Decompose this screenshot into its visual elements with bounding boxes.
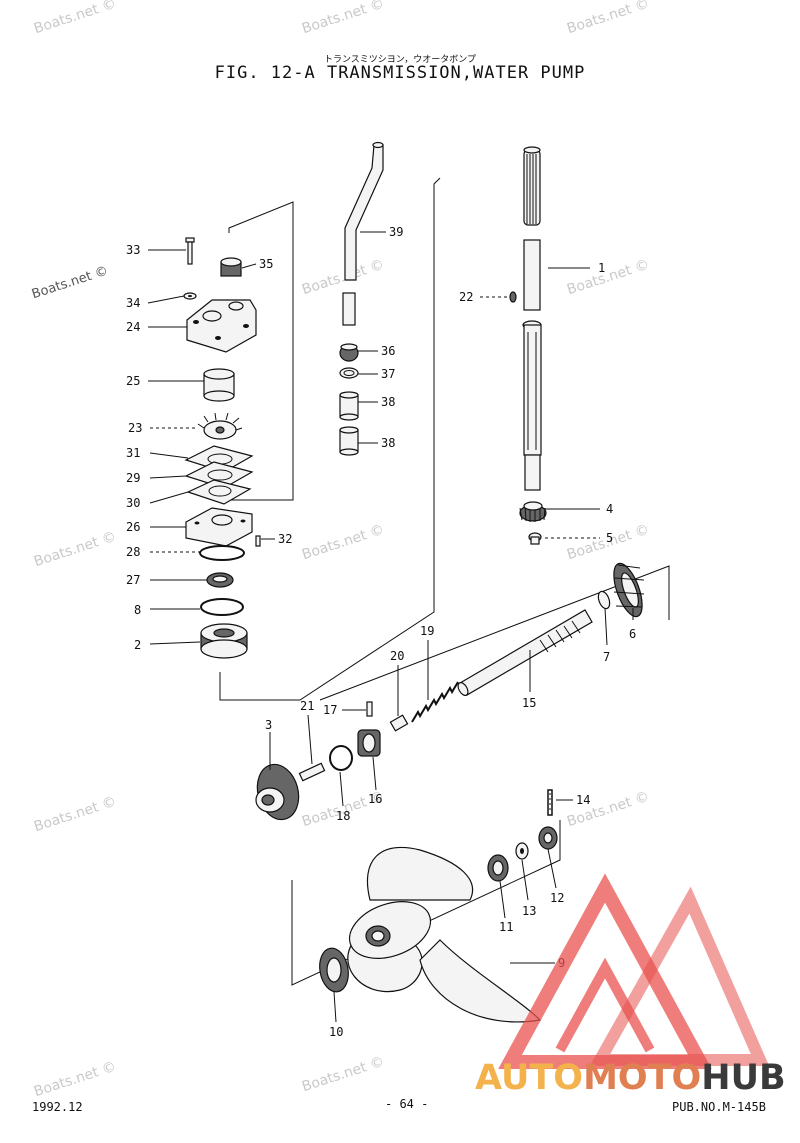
callout-2: 2 [134,638,141,652]
part-propeller-shaft [457,609,593,696]
callout-12: 12 [550,891,564,905]
part-oring-37 [339,367,359,379]
callout-21: 21 [300,699,314,713]
callout-16: 16 [368,792,382,806]
callout-11: 11 [499,920,513,934]
part-propeller-9 [347,846,542,1023]
callout-38b: 38 [381,436,395,450]
part-gear-6 [613,562,645,618]
callout-27: 27 [126,573,140,587]
callout-3: 3 [265,718,272,732]
part-pump-housing [186,299,257,353]
part-oil-seal-27 [206,572,234,588]
part-pin-32 [255,535,261,547]
callout-18: 18 [336,809,350,823]
part-gear-3 [255,763,300,821]
part-washer-13 [515,842,529,860]
part-bushing-38a [339,391,359,421]
part-pinion-nut [528,532,542,545]
callout-10: 10 [329,1025,343,1039]
part-washer-7 [597,590,611,610]
propshaft-group-bracket [319,565,670,701]
callout-14: 14 [576,793,590,807]
part-spring-19 [411,681,459,723]
part-bushing-38b [339,426,359,456]
part-key [509,291,517,303]
callout-1: 1 [598,261,605,275]
part-bushing-36 [339,343,359,362]
callout-31: 31 [126,446,140,460]
callout-4: 4 [606,502,613,516]
part-oring-28 [199,545,245,561]
callout-17: 17 [323,703,337,717]
part-spacer-11 [487,854,509,882]
part-plunger-20 [389,714,409,732]
callout-8: 8 [134,603,141,617]
part-spring-18 [329,745,353,771]
automotohub-wordmark: AUTOMOTOHUB [475,1058,786,1098]
callout-33: 33 [126,243,140,257]
part-oring-8 [200,598,244,616]
part-drive-shaft [522,146,542,491]
callout-35: 35 [259,257,273,271]
callout-37: 37 [381,367,395,381]
callout-26: 26 [126,520,140,534]
part-pin-21 [298,762,326,782]
callout-38a: 38 [381,395,395,409]
part-impeller [197,412,243,440]
callout-29: 29 [126,471,140,485]
driveshaft-group-bracket [219,177,441,701]
callout-15: 15 [522,696,536,710]
callout-6: 6 [629,627,636,641]
footer-pub-number: PUB.NO.M-145B [672,1100,766,1114]
callout-19: 19 [420,624,434,638]
callout-39: 39 [389,225,403,239]
part-shift-rod [342,141,384,326]
part-cotter-pin-14 [547,789,553,816]
callout-24: 24 [126,320,140,334]
part-gasket-30 [186,479,252,505]
part-pinion-gear [519,501,547,522]
callout-20: 20 [390,649,404,663]
part-insert-cartridge [203,368,235,402]
callout-22: 22 [459,290,473,304]
callout-7: 7 [603,650,610,664]
automotohub-logo-icon [498,873,770,1069]
part-pump-case [185,507,253,547]
footer-page-number: - 64 - [385,1097,429,1111]
part-grommet-35 [220,257,242,277]
part-pin-17 [366,701,373,717]
page-subtitle: トランスミツシヨン，ウオータボンプ [323,55,477,65]
callout-23: 23 [128,421,142,435]
callout-30: 30 [126,496,140,510]
callout-13: 13 [522,904,536,918]
callout-36: 36 [381,344,395,358]
callout-28: 28 [126,545,140,559]
page-title: FIG. 12-A TRANSMISSION,WATER PUMP [214,63,586,83]
callout-32: 32 [278,532,292,546]
part-thrust-washer-10 [319,947,349,993]
leader-lines [147,231,634,1023]
part-washer-34 [183,292,197,300]
part-bearing-2 [200,623,248,659]
callout-25: 25 [126,374,140,388]
part-nut-12 [538,826,558,850]
footer-date: 1992.12 [32,1100,83,1114]
part-clutch-16 [357,729,381,757]
callout-34: 34 [126,296,140,310]
callout-5: 5 [606,531,613,545]
part-bolt-33 [185,237,195,265]
